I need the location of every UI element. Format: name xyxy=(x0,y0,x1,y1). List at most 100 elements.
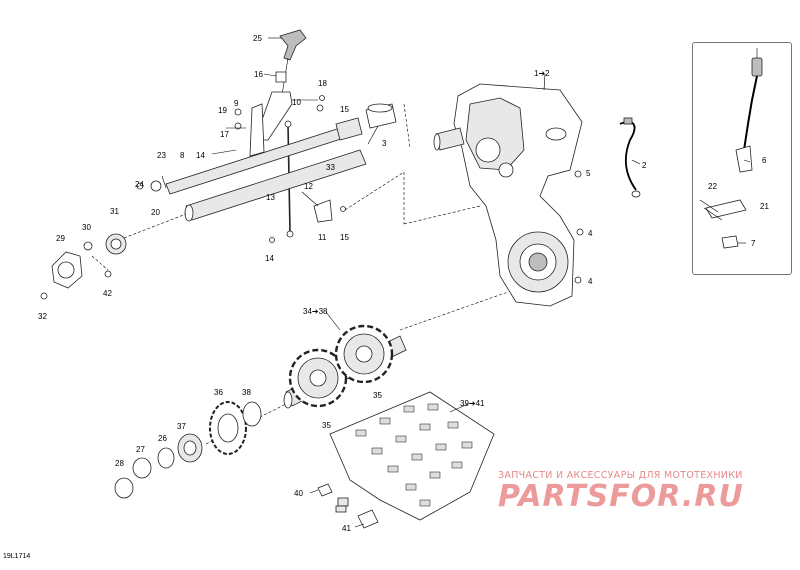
callout-8: 8 xyxy=(180,151,185,160)
callout-29: 29 xyxy=(56,234,65,243)
callout-15b: 15 xyxy=(340,233,349,242)
rod-end-bottom xyxy=(286,230,294,238)
seal-30 xyxy=(83,241,93,251)
left-bearing-cover-group xyxy=(40,213,187,300)
axle-bearing-stack xyxy=(114,401,262,499)
nut-18 xyxy=(319,95,325,101)
callout-27: 27 xyxy=(136,445,145,454)
callout-28: 28 xyxy=(115,459,124,468)
rod-end-top xyxy=(284,120,292,128)
spline-end xyxy=(184,204,194,222)
bolt-4a xyxy=(576,228,584,236)
sensor-inset-frame xyxy=(692,42,792,275)
callout-12: 12 xyxy=(304,182,313,191)
lever-plate xyxy=(249,103,265,157)
o-ring-38 xyxy=(242,401,262,427)
callout-19: 19 xyxy=(218,106,227,115)
callout-5: 5 xyxy=(586,169,591,178)
callout-32: 32 xyxy=(38,312,47,321)
shift-arm-11 xyxy=(313,199,333,223)
clip-40 xyxy=(317,483,333,497)
callout-11: 11 xyxy=(318,233,327,242)
nut-9 xyxy=(234,108,242,116)
callout-31: 31 xyxy=(110,207,119,216)
seal-26 xyxy=(157,447,175,469)
diagram-code: 19L1714 xyxy=(3,553,31,560)
cable-group xyxy=(619,117,641,198)
callout-25: 25 xyxy=(253,34,262,43)
shaft-collar xyxy=(335,117,363,141)
washer-20 xyxy=(150,180,162,192)
shaft-group xyxy=(136,103,397,222)
washer-17 xyxy=(234,122,242,130)
gearcase-group xyxy=(344,83,584,331)
callout-17: 17 xyxy=(220,130,229,139)
cable-connector xyxy=(623,117,633,125)
sprocket-35b xyxy=(334,324,394,384)
callout-4a: 4 xyxy=(588,229,593,238)
bolt-14b xyxy=(269,237,275,243)
callout-14b: 14 xyxy=(265,254,274,263)
callout-23: 23 xyxy=(157,151,166,160)
clip-40-nut xyxy=(337,497,349,507)
watermark: ЗАПЧАСТИ И АКСЕССУАРЫ ДЛЯ МОТОТЕХНИКИ PA… xyxy=(498,470,798,514)
clip-41 xyxy=(357,509,379,529)
shift-knob xyxy=(279,29,307,61)
callout-7: 7 xyxy=(751,239,756,248)
callout-39-41: 39➔41 xyxy=(460,399,485,408)
callout-3: 3 xyxy=(382,139,387,148)
circlip-28 xyxy=(114,477,134,499)
sprocket-35a xyxy=(288,348,348,408)
callout-14a: 14 xyxy=(196,151,205,160)
callout-22: 22 xyxy=(708,182,717,191)
watermark-tagline: ЗАПЧАСТИ И АКСЕССУАРЫ ДЛЯ МОТОТЕХНИКИ xyxy=(498,470,743,481)
callout-1-2: 1➔2 xyxy=(534,69,550,78)
bolt-5 xyxy=(574,170,582,178)
callout-4b: 4 xyxy=(588,277,593,286)
callout-9: 9 xyxy=(234,99,239,108)
washer-15 xyxy=(316,104,324,112)
callout-2: 2 xyxy=(642,161,647,170)
nut-15b xyxy=(340,206,346,212)
callout-10: 10 xyxy=(292,98,301,107)
callout-18: 18 xyxy=(318,79,327,88)
callout-40: 40 xyxy=(294,489,303,498)
spring-16 xyxy=(275,71,287,83)
washer-27 xyxy=(132,457,152,479)
callout-36: 36 xyxy=(214,388,223,397)
sensor-inset-group xyxy=(699,48,763,249)
watermark-logo: PARTSFOR.RU xyxy=(498,479,744,514)
callout-34-38: 34➔38 xyxy=(303,307,328,316)
fill-cap xyxy=(545,127,567,141)
clip-7 xyxy=(721,235,739,249)
callout-35a: 35 xyxy=(373,391,382,400)
callout-41: 41 xyxy=(342,524,351,533)
countershaft-33 xyxy=(185,149,367,221)
callout-labels: 25 16 10 18 15 9 19 17 14 8 23 3 33 24 2… xyxy=(38,34,769,533)
callout-15a: 15 xyxy=(340,105,349,114)
bolt-4b xyxy=(574,276,582,284)
callout-38: 38 xyxy=(242,388,251,397)
callout-16: 16 xyxy=(254,70,263,79)
track-clips-group xyxy=(317,391,495,529)
callout-26: 26 xyxy=(158,434,167,443)
callout-6: 6 xyxy=(762,156,767,165)
callout-20: 20 xyxy=(151,208,160,217)
shift-lever-group xyxy=(226,29,325,157)
speed-sensor-6 xyxy=(735,145,753,173)
callout-33: 33 xyxy=(326,163,335,172)
gear-bore xyxy=(475,137,501,163)
callout-37: 37 xyxy=(177,422,186,431)
ring-24 xyxy=(136,182,144,190)
callout-42: 42 xyxy=(103,289,112,298)
bracket-21 xyxy=(705,199,747,219)
bolt-32 xyxy=(40,292,48,300)
callout-21: 21 xyxy=(760,202,769,211)
callout-24: 24 xyxy=(135,180,144,189)
leader-lines xyxy=(263,37,751,528)
callout-30: 30 xyxy=(82,223,91,232)
callout-13: 13 xyxy=(266,193,275,202)
callout-35b: 35 xyxy=(322,421,331,430)
